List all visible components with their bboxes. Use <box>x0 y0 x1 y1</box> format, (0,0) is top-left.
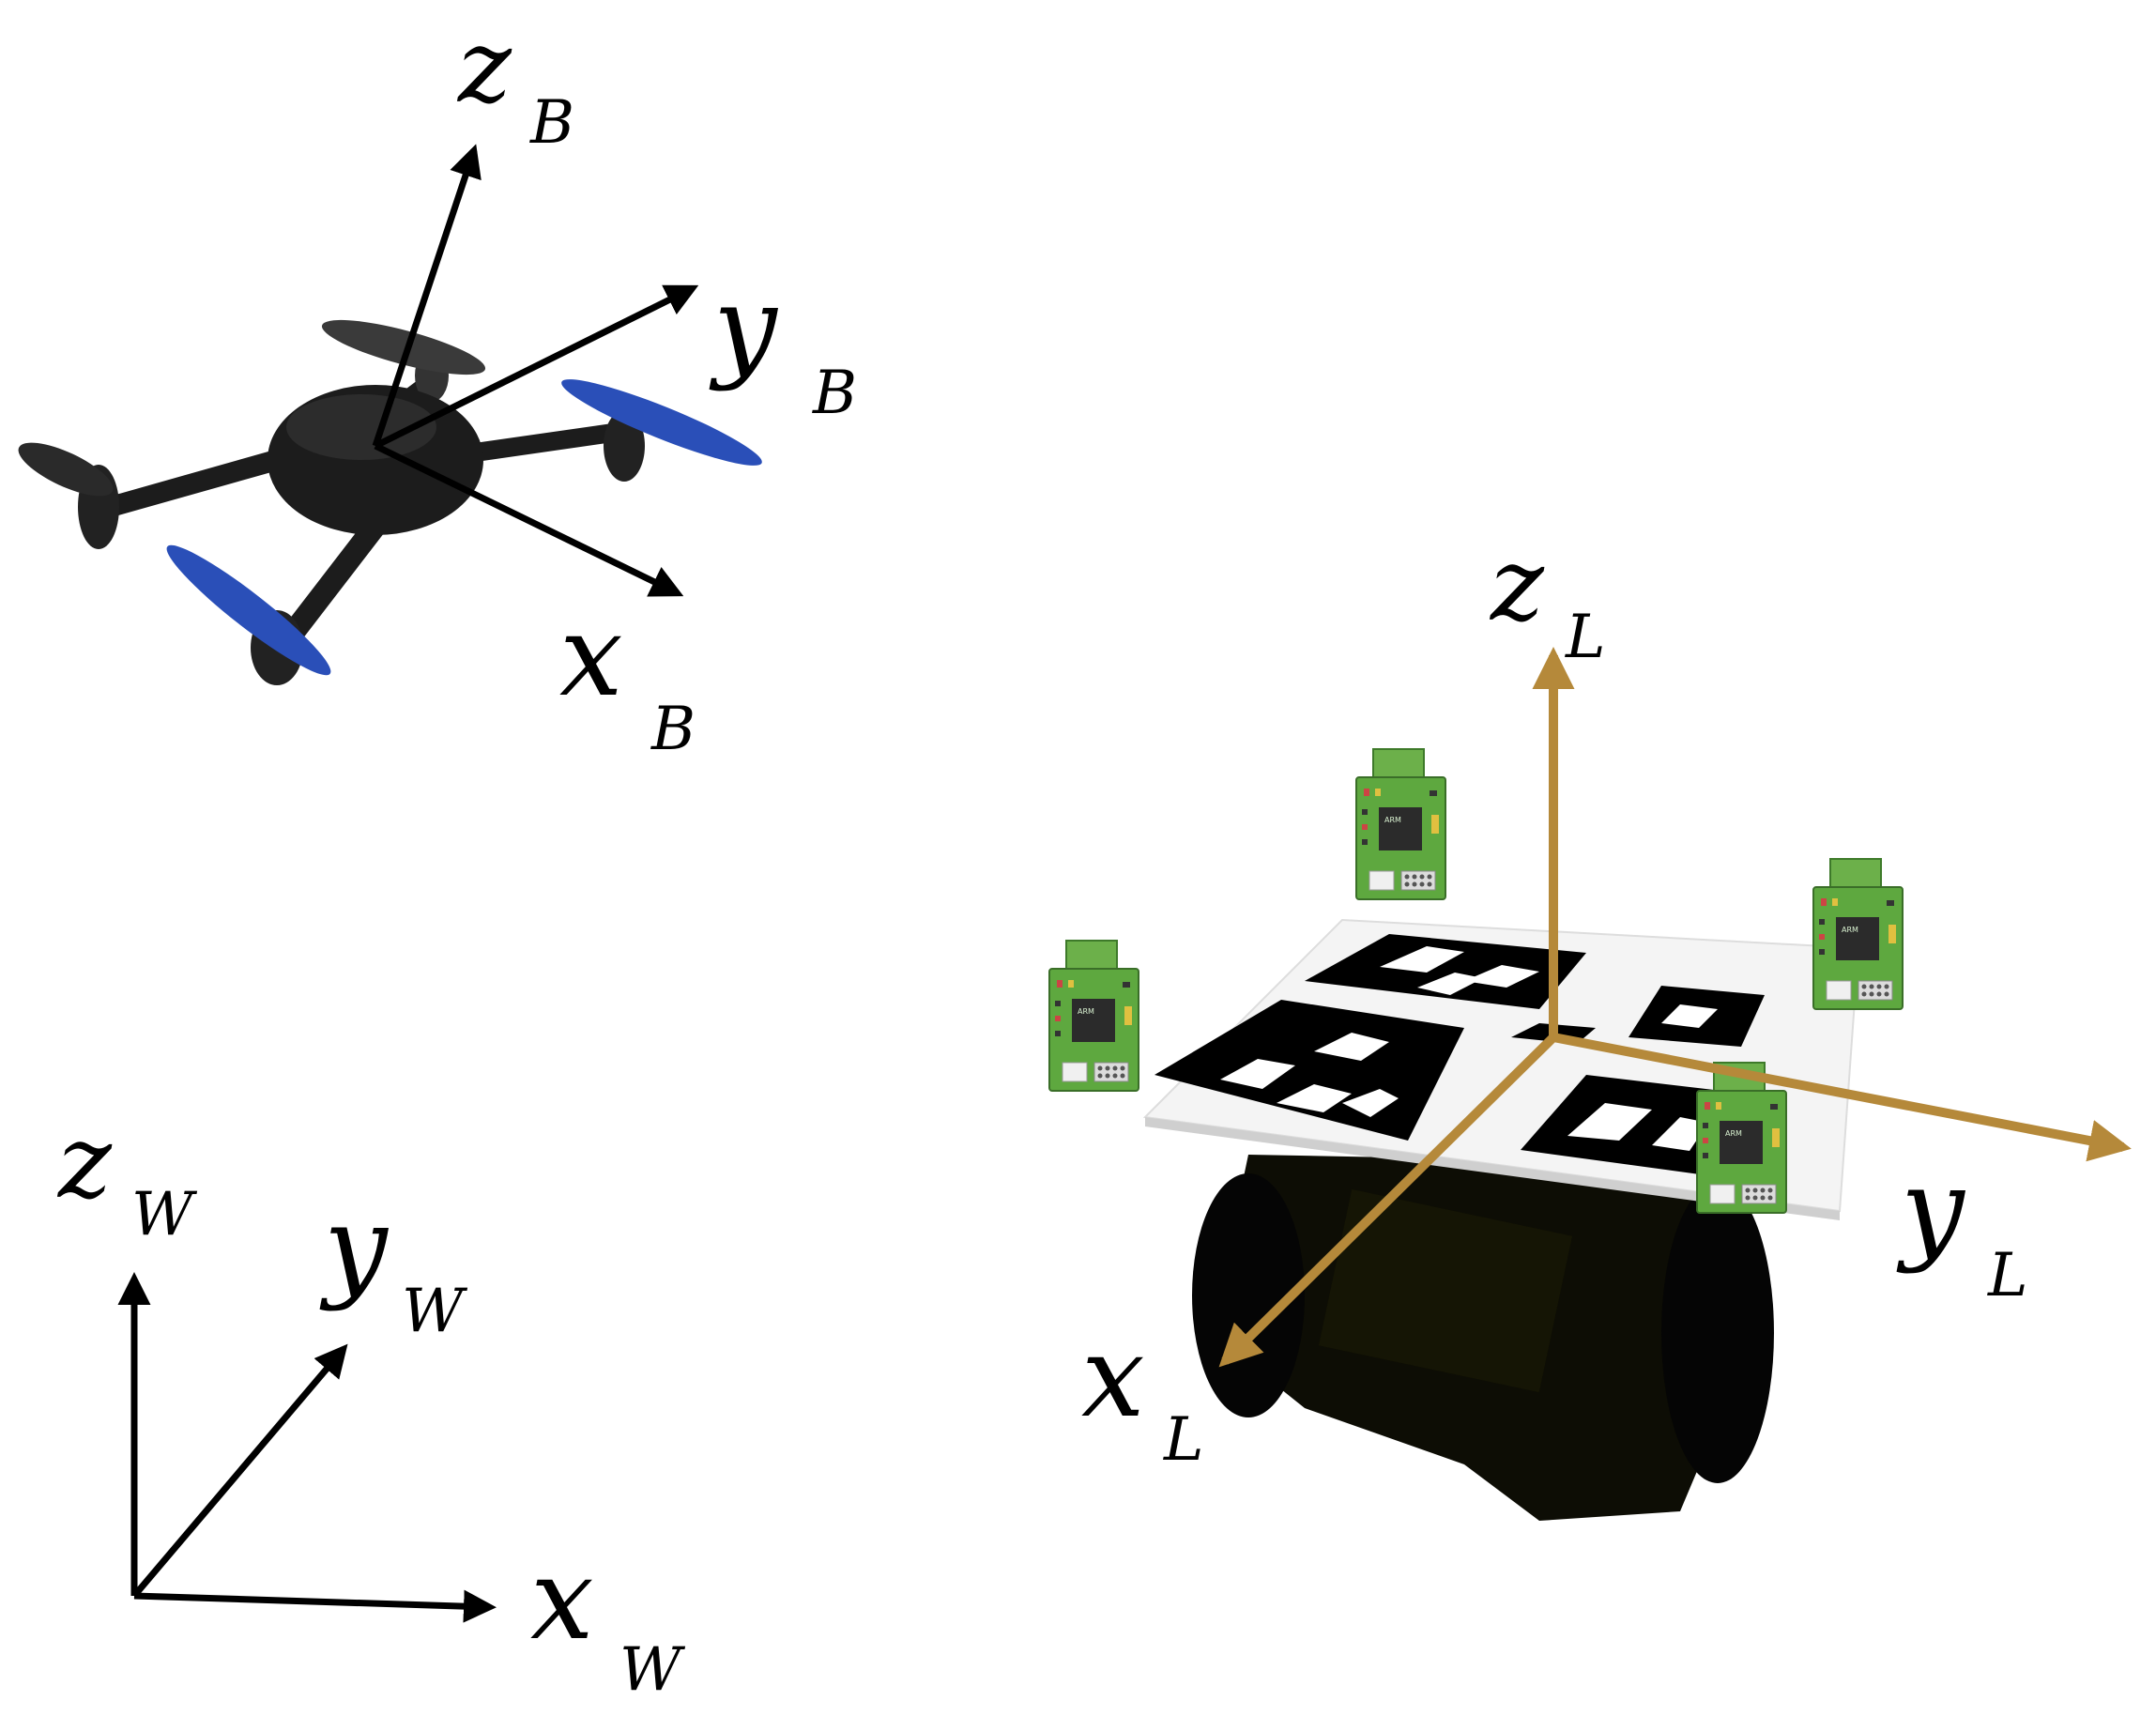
landing-y-subscript: L <box>1987 1241 2028 1310</box>
world-x-label: x <box>530 1535 594 1665</box>
world-y-subscript: W <box>402 1277 468 1346</box>
body-y-label: y <box>709 263 779 393</box>
world-y-axis <box>131 1343 348 1599</box>
landing-y-axis <box>1552 1033 2132 1162</box>
uwb-anchor-board-icon <box>1048 940 1139 1092</box>
world-z-label: z <box>56 1104 113 1221</box>
landing-x-subscript: L <box>1163 1405 1204 1475</box>
world-z-subscript: W <box>131 1180 198 1249</box>
body-z-label: z <box>456 8 512 126</box>
fiducial-marker-icon <box>1154 1000 1464 1141</box>
world-x-subscript: W <box>619 1635 686 1705</box>
landing-z-subscript: L <box>1565 603 1606 672</box>
quadrotor-icon <box>18 319 762 685</box>
landing-y-label: y <box>1896 1145 1966 1276</box>
body-frame-axes <box>372 144 699 597</box>
landing-frame-axes <box>1218 647 2132 1368</box>
world-frame-axes <box>117 1272 497 1623</box>
ground-robot-icon <box>1192 1155 1774 1521</box>
landing-platform <box>1142 918 1860 1220</box>
world-y-label: y <box>319 1183 390 1313</box>
landing-z-label: z <box>1489 527 1545 644</box>
body-x-subscript: B <box>650 695 696 764</box>
body-x-axis <box>374 442 684 597</box>
landing-x-label: x <box>1081 1312 1145 1443</box>
body-y-axis <box>374 284 699 450</box>
body-x-label: x <box>559 591 623 722</box>
world-x-axis <box>133 1589 497 1623</box>
fiducial-marker-icon <box>1628 986 1765 1047</box>
body-z-axis <box>372 144 482 448</box>
fiducial-marker-icon <box>1521 1075 1746 1178</box>
body-z-subscript: B <box>529 88 574 158</box>
body-y-subscript: B <box>812 359 857 428</box>
uwb-anchor-board-icon <box>1812 858 1904 1010</box>
landing-x-axis <box>1218 1034 1557 1368</box>
fiducial-marker-icon <box>1305 934 1586 1009</box>
uwb-anchor-board-icon <box>1355 748 1446 900</box>
